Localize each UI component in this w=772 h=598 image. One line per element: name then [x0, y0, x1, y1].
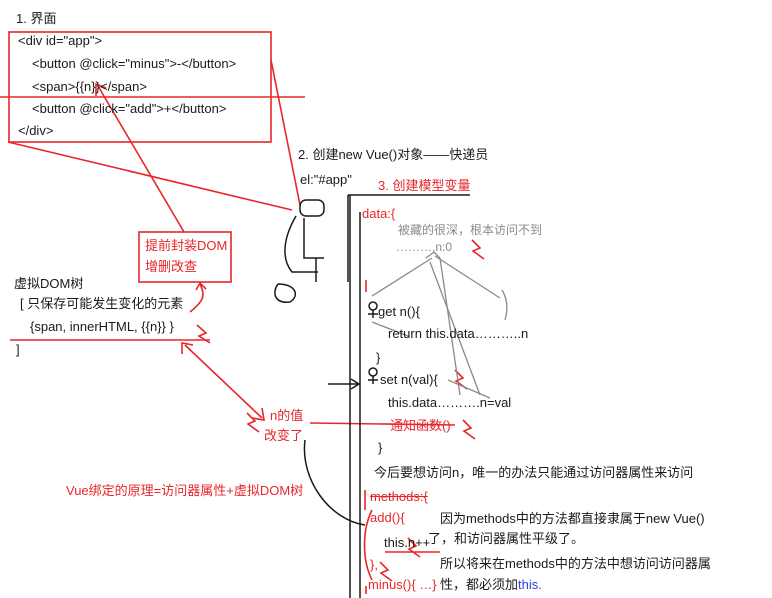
methods-note-line-1: 因为methods中的方法都直接隶属于new Vue() [440, 511, 705, 526]
code-line-div-close: </div> [18, 123, 54, 138]
dom-to-span-arrow [97, 85, 185, 233]
vdom-line-1: [ 只保存可能发生变化的元素 [20, 296, 184, 311]
data-label: data:{ [362, 206, 396, 221]
binding-principle: Vue绑定的原理=访问器属性+虚拟DOM树 [66, 483, 304, 498]
accessor-arrows [371, 251, 508, 399]
setter-close: } [378, 440, 383, 455]
interface-code-box [8, 31, 272, 143]
dom-ops-box [138, 231, 232, 283]
notify-function: 通知函数() [390, 418, 451, 433]
methods-note-line-4: 性，都必须加this. [440, 577, 542, 593]
notify-to-n-arrow [309, 422, 456, 426]
vdom-line-2: {span, innerHTML, {{n}} } [30, 319, 174, 334]
getter-close: } [376, 350, 381, 365]
dom-ops-line-1: 提前封装DOM [145, 238, 228, 253]
zigzag-marks [196, 239, 485, 582]
interface-title: 1. 界面 [16, 11, 57, 26]
method-add-body: this.n++ [384, 535, 431, 550]
n-changed-line-2: 改变了 [264, 428, 304, 443]
getter-signature: get n(){ [378, 304, 420, 319]
vue-el-option: el:"#app" [300, 172, 352, 187]
getter-return: return this.data………..n [388, 326, 529, 341]
vdom-n-double-arrow [184, 344, 263, 419]
dom-ops-line-2: 增删改查 [145, 259, 198, 274]
vdom-title: 虚拟DOM树 [14, 276, 84, 291]
ui-to-vue-line [7, 141, 293, 211]
code-line-add-button: <button @click="add">+</button> [32, 101, 227, 116]
methods-note-line-4-text: 性，都必须加 [440, 577, 519, 592]
this-keyword: this. [518, 577, 542, 592]
code-line-minus-button: <button @click="minus">-</button> [32, 56, 237, 71]
methods-bracket [363, 509, 373, 581]
code-line-div-open: <div id="app"> [18, 33, 103, 48]
methods-note-line-2: 了，和访问器属性平级了。 [428, 531, 585, 546]
method-add-close: }, [370, 557, 378, 572]
vdom-line-3: ] [16, 342, 20, 357]
method-add: add(){ [370, 510, 405, 525]
setter-body: this.data……….n=val [388, 395, 512, 410]
messenger-figure [274, 199, 325, 303]
code-line-span: <span>{{n}}</span> [32, 79, 147, 94]
setter-signature: set n(val){ [380, 372, 438, 387]
n-changed-line-1: n的值 [270, 408, 304, 423]
vue-object-title: 2. 创建new Vue()对象——快递员 [298, 147, 489, 162]
methods-note-line-3: 所以将来在methods中的方法中想访问访问器属 [440, 556, 711, 571]
vdom-to-dom-curve [189, 283, 204, 313]
model-title: 3. 创建模型变量 [378, 178, 471, 193]
box-edge-to-figure-line [270, 59, 301, 206]
method-minus: minus(){ …} [368, 577, 437, 592]
methods-label: methods:{ [370, 489, 428, 504]
access-note: 今后要想访问n，唯一的办法只能通过访问器属性来访问 [374, 465, 694, 480]
hidden-variable: ……….n:0 [396, 240, 453, 254]
hidden-note: 被藏的很深，根本访问不到 [398, 223, 543, 237]
